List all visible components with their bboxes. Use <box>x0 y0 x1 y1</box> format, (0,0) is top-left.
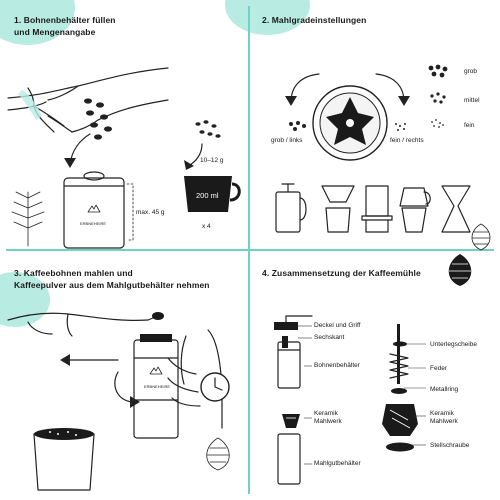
dashed-connector <box>126 183 134 241</box>
panel1-times-label: x 4 <box>202 223 211 230</box>
spring-icon <box>389 353 409 379</box>
panel1-brand-label: ERBNEHEIRE <box>80 221 107 226</box>
chemex-icon <box>441 185 471 233</box>
coffee-beans-icon <box>195 120 221 138</box>
adjust-screw-icon <box>386 442 414 452</box>
hands-icon <box>7 312 223 429</box>
part-hex: Sechskant <box>314 334 345 341</box>
grind-legend-icons <box>428 64 448 128</box>
panel1-cup-label: 200 ml <box>196 191 219 200</box>
part-adjust-screw: Stellschraube <box>430 442 470 449</box>
pine-cone-icon <box>448 254 472 286</box>
moka-pot-icon <box>399 187 431 233</box>
clock-icon <box>200 372 230 402</box>
arrow-icon <box>60 354 119 366</box>
horizontal-divider <box>6 249 494 251</box>
pine-cone-icon <box>206 437 230 471</box>
panel1-title-line1: 1. Bohnenbehälter füllen <box>14 15 116 25</box>
legend-medium: mittel <box>464 97 480 104</box>
metal-ring-icon <box>391 388 407 394</box>
rotation-arrow-icon <box>114 371 140 408</box>
part-washer: Unterlegscheibe <box>430 341 477 348</box>
pour-over-icon <box>321 185 355 233</box>
burr-icon <box>312 85 388 161</box>
burr-icon <box>382 404 418 436</box>
part-ceramic-right: Keramik <box>430 410 454 417</box>
part-spring: Feder <box>430 365 447 372</box>
panel1-range-label: 10–12 g <box>200 157 224 164</box>
pine-cone-icon <box>471 223 491 251</box>
panel3-title-line2: Kaffeepulver aus dem Mahlgutbehälter neh… <box>14 280 210 290</box>
part-ceramic-left: Keramik <box>314 410 338 417</box>
arrow-icon <box>64 133 91 168</box>
legend-fine: fein <box>464 122 475 129</box>
part-metal-ring: Metallring <box>430 386 459 393</box>
hand-icon <box>7 67 169 133</box>
ceramic-burr-icon <box>282 414 300 428</box>
grinder-icon <box>133 334 179 439</box>
part-grinder-right: Mahlwerk <box>430 418 458 425</box>
part-bean-container: Bohnenbehälter <box>314 362 360 369</box>
fine-right-label: fein / rechts <box>390 137 424 144</box>
part-powder-container: Mahlgutbehälter <box>314 460 361 467</box>
coarse-grounds-icon <box>289 121 306 131</box>
clockwise-arrow-icon <box>375 73 410 106</box>
french-press-icon <box>275 183 307 233</box>
panel1-title-line2: und Mengenangabe <box>14 27 96 37</box>
pine-branch-icon <box>11 191 45 247</box>
panel2-title: 2. Mahlgradeinstellungen <box>262 15 367 25</box>
lid-handle-icon <box>274 315 313 330</box>
panel3-title-line1: 3. Kaffeebohnen mahlen und <box>14 268 133 278</box>
bean-container-icon <box>277 341 301 389</box>
coffee-beans-icon <box>84 98 112 140</box>
powder-container-icon <box>277 433 301 485</box>
counterclockwise-arrow-icon <box>285 73 320 106</box>
aeropress-icon <box>361 185 393 233</box>
powder-container-icon <box>33 428 95 491</box>
cup-icon <box>184 176 241 212</box>
arrow-icon <box>184 143 203 170</box>
coarse-left-label: grob / links <box>271 137 303 144</box>
shaft-icon <box>397 324 400 384</box>
leader-lines-left <box>298 325 312 465</box>
leader-lines-right <box>404 343 426 446</box>
part-lid-handle: Deckel und Griff <box>314 322 361 329</box>
fine-grounds-icon <box>395 123 406 131</box>
panel4-title: 4. Zusammensetzung der Kaffeemühle <box>262 268 421 278</box>
panel1-max-label: max. 45 g <box>136 209 165 216</box>
part-grinder-left: Mahlwerk <box>314 418 342 425</box>
washer-icon <box>393 341 407 347</box>
panel3-brand-label: ERBNEHEIRE <box>144 384 171 389</box>
legend-coarse: grob <box>464 68 478 75</box>
grinder-icon <box>63 171 125 249</box>
